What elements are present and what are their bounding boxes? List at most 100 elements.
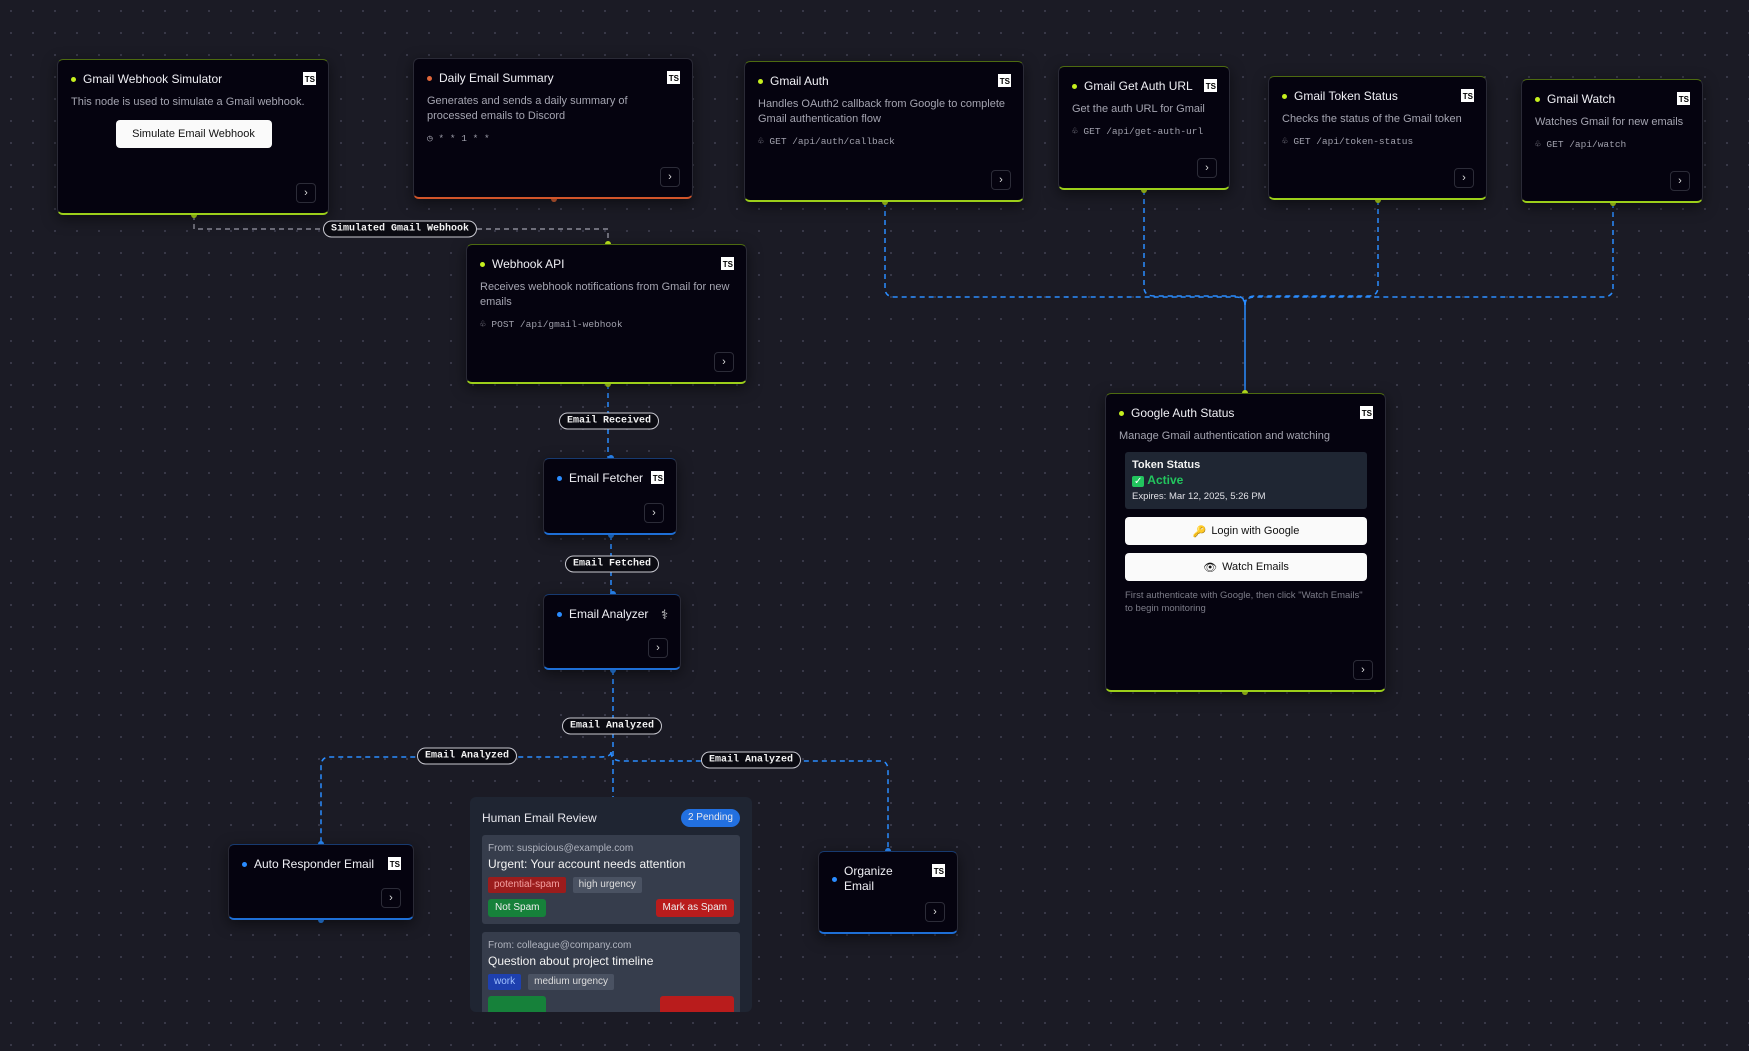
event-dot-icon — [480, 262, 485, 267]
mark-as-spam-button[interactable]: Mark as Spam — [655, 899, 734, 917]
expand-chevron-icon[interactable]: › — [991, 170, 1011, 190]
node-organize-email[interactable]: Organize Email TS › — [818, 851, 958, 934]
node-daily-email-summary[interactable]: Daily Email Summary TS Generates and sen… — [413, 58, 693, 199]
edge-label-simulated-gmail-webhook: Simulated Gmail Webhook — [322, 220, 478, 238]
expand-chevron-icon[interactable]: › — [648, 638, 668, 658]
webhook-icon: ♧ — [758, 136, 770, 147]
login-with-google-button[interactable]: 🔑Login with Google — [1125, 517, 1367, 545]
expand-chevron-icon[interactable]: › — [925, 902, 945, 922]
node-description: Manage Gmail authentication and watching — [1119, 430, 1330, 442]
email-card: From: colleague@company.com Question abo… — [482, 932, 740, 1012]
token-state: ✓ Active — [1132, 473, 1184, 487]
node-gmail-token-status[interactable]: Gmail Token Status TS Checks the status … — [1268, 76, 1487, 200]
event-dot-icon — [758, 79, 763, 84]
node-gmail-webhook-simulator[interactable]: Gmail Webhook Simulator TS This node is … — [57, 59, 329, 215]
mark-as-spam-button[interactable] — [660, 996, 734, 1012]
typescript-icon: TS — [1360, 406, 1373, 419]
node-title: Email Fetcher — [557, 471, 643, 486]
token-status-label: Token Status — [1132, 459, 1201, 471]
tag-urgency: medium urgency — [528, 974, 615, 990]
node-email-fetcher[interactable]: Email Fetcher TS › — [543, 458, 677, 535]
event-dot-icon — [1072, 84, 1077, 89]
token-status-panel: Token Status ✓ Active Expires: Mar 12, 2… — [1125, 452, 1367, 509]
node-header: Gmail Token Status TS — [1282, 89, 1474, 104]
node-header: Auto Responder Email TS — [242, 857, 401, 872]
expand-chevron-icon[interactable]: › — [381, 888, 401, 908]
node-description: Watches Gmail for new emails — [1535, 116, 1684, 128]
typescript-icon: TS — [303, 72, 316, 85]
node-header: Organize Email TS — [832, 864, 945, 894]
tag-work: work — [488, 974, 522, 990]
api-route: ♧ POST /api/gmail-webhook — [480, 319, 623, 330]
flow-dot-icon — [557, 476, 562, 481]
node-gmail-watch[interactable]: Gmail Watch TS Watches Gmail for new ema… — [1521, 79, 1703, 203]
tag-urgency: high urgency — [572, 877, 642, 893]
node-description: Checks the status of the Gmail token — [1282, 113, 1462, 125]
human-email-review-panel: Human Email Review 2 Pending From: suspi… — [470, 797, 752, 1012]
node-title: Google Auth Status — [1119, 406, 1234, 421]
api-route: ♧ GET /api/get-auth-url — [1072, 126, 1204, 137]
clock-icon: ◷ — [427, 133, 439, 144]
edge-auth — [884, 202, 1246, 306]
node-google-auth-status[interactable]: Google Auth Status TS Manage Gmail authe… — [1105, 393, 1386, 692]
node-title: Webhook API — [480, 257, 565, 272]
expand-chevron-icon[interactable]: › — [1197, 158, 1217, 178]
edge-watch — [1244, 203, 1614, 306]
typescript-icon: TS — [388, 857, 401, 870]
expand-chevron-icon[interactable]: › — [1353, 660, 1373, 680]
typescript-icon: TS — [1204, 79, 1217, 92]
typescript-icon: TS — [932, 864, 945, 877]
node-header: Gmail Webhook Simulator TS — [71, 72, 316, 87]
check-icon: ✓ — [1132, 476, 1145, 487]
node-auto-responder-email[interactable]: Auto Responder Email TS › — [228, 844, 414, 920]
node-title: Gmail Webhook Simulator — [71, 72, 222, 87]
not-spam-button[interactable]: Not Spam — [488, 899, 547, 917]
expand-chevron-icon[interactable]: › — [660, 167, 680, 187]
review-header: Human Email Review 2 Pending — [482, 809, 740, 827]
expand-chevron-icon[interactable]: › — [644, 503, 664, 523]
node-description: Generates and sends a daily summary of p… — [427, 95, 628, 122]
node-gmail-auth[interactable]: Gmail Auth TS Handles OAuth2 callback fr… — [744, 61, 1024, 202]
edge-label-email-fetched: Email Fetched — [564, 555, 660, 573]
node-description: Receives webhook notifications from Gmai… — [480, 281, 730, 308]
expand-chevron-icon[interactable]: › — [296, 183, 316, 203]
edge-label-email-analyzed: Email Analyzed — [561, 717, 663, 735]
eye-icon: 👁 — [1203, 561, 1218, 574]
typescript-icon: TS — [1461, 89, 1474, 102]
node-header: Email Analyzer ⚕ — [557, 607, 668, 622]
expand-chevron-icon[interactable]: › — [1454, 168, 1474, 188]
typescript-icon: TS — [1677, 92, 1690, 105]
simulate-email-webhook-button[interactable]: Simulate Email Webhook — [115, 120, 272, 148]
node-header: Gmail Get Auth URL TS — [1072, 79, 1217, 94]
node-webhook-api[interactable]: Webhook API TS Receives webhook notifica… — [466, 244, 747, 384]
node-title: Organize Email — [832, 864, 926, 894]
node-email-analyzer[interactable]: Email Analyzer ⚕ › — [543, 594, 681, 670]
node-description: This node is used to simulate a Gmail we… — [71, 96, 305, 108]
auth-hint: First authenticate with Google, then cli… — [1125, 590, 1363, 614]
event-dot-icon — [71, 77, 76, 82]
api-route: ♧ GET /api/auth/callback — [758, 136, 895, 147]
expand-chevron-icon[interactable]: › — [714, 352, 734, 372]
edge-get-auth-url — [1143, 190, 1246, 306]
api-route: ♧ GET /api/token-status — [1282, 136, 1414, 147]
node-description: Get the auth URL for Gmail — [1072, 103, 1205, 115]
flow-dot-icon — [557, 612, 562, 617]
node-title: Daily Email Summary — [427, 71, 554, 86]
node-header: Gmail Watch TS — [1535, 92, 1690, 107]
node-description: Handles OAuth2 callback from Google to c… — [758, 98, 1006, 125]
node-gmail-get-auth-url[interactable]: Gmail Get Auth URL TS Get the auth URL f… — [1058, 66, 1230, 190]
node-title: Gmail Auth — [758, 74, 829, 89]
node-title: Email Analyzer — [557, 607, 648, 622]
flow-dot-icon — [242, 862, 247, 867]
webhook-icon: ♧ — [1535, 139, 1547, 150]
token-expires: Expires: Mar 12, 2025, 5:26 PM — [1132, 491, 1266, 502]
node-header: Google Auth Status TS — [1119, 406, 1373, 421]
typescript-icon: TS — [998, 74, 1011, 87]
expand-chevron-icon[interactable]: › — [1670, 171, 1690, 191]
watch-emails-button[interactable]: 👁Watch Emails — [1125, 553, 1367, 581]
not-spam-button[interactable] — [488, 996, 546, 1012]
email-from: From: colleague@company.com — [488, 940, 632, 951]
webhook-icon: ♧ — [1282, 136, 1294, 147]
edge-label-email-analyzed: Email Analyzed — [700, 751, 802, 769]
node-header: Gmail Auth TS — [758, 74, 1011, 89]
